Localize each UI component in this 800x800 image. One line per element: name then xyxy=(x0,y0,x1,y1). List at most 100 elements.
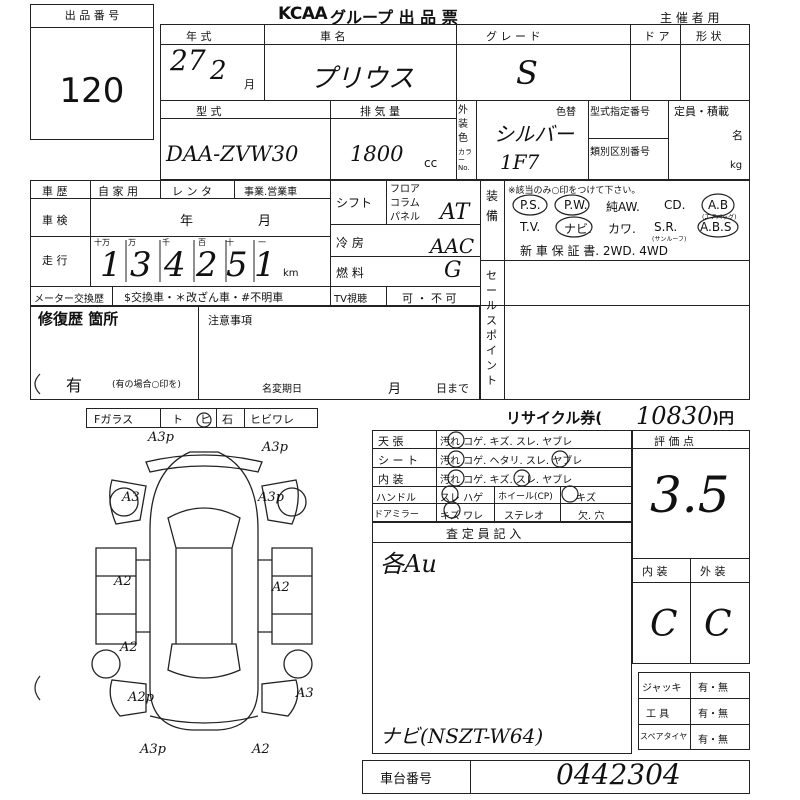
inspection-label: 車 検 xyxy=(42,214,68,227)
exterior-label: 外 装 xyxy=(700,565,726,578)
cond-wheel-opts: キズ xyxy=(576,493,596,504)
inspector-comment-2: ナビ(NSZT-W64) xyxy=(380,724,544,748)
digit-header: 千 xyxy=(162,238,170,247)
equipment-label: 装備 xyxy=(486,189,499,223)
evaluation-box xyxy=(632,430,750,664)
cond-mirror-label: ドアミラー xyxy=(374,510,419,520)
model-label: 型 式 xyxy=(196,105,222,118)
color-code-label: カラーNo. xyxy=(458,148,472,172)
jack-label: ジャッキ xyxy=(642,683,682,694)
mileage-grid: 十万 万 千 百 十 一 1 3 4 2 5 1 xyxy=(92,237,278,286)
lot-number: 120 xyxy=(59,71,125,111)
mileage-label: 走 行 xyxy=(42,254,68,267)
front-left-fender xyxy=(109,479,147,525)
damage-mark: A3p xyxy=(140,742,166,757)
rear-right-fender xyxy=(261,679,299,717)
inspection-year: 年 xyxy=(180,214,194,229)
fuel-label: 燃 料 xyxy=(336,266,364,280)
color-code-value: 1F7 xyxy=(500,150,540,174)
rear-bumper xyxy=(149,715,259,724)
cond-interior-label: 内 装 xyxy=(378,473,404,486)
damage-mark: A2 xyxy=(114,574,132,589)
shift-label: シフト xyxy=(336,196,373,210)
organizer-label: 主 催 者 用 xyxy=(660,11,720,25)
equip-ab: A.B xyxy=(708,198,729,212)
cond-wheel-label: ホイール(CP) xyxy=(498,492,553,502)
inspector-label: 査 定 員 記 入 xyxy=(446,527,522,541)
digit-header: 万 xyxy=(128,238,136,247)
interior-label: 内 装 xyxy=(642,565,668,578)
equipment-note: ※該当のみ○印をつけて下さい。 xyxy=(508,186,641,196)
evaluation-label: 評 価 点 xyxy=(654,435,694,448)
equip-pw: P.W. xyxy=(564,198,588,212)
year-label: 年 式 xyxy=(186,30,212,43)
roof-line xyxy=(175,548,233,644)
color-change-label: 色替 xyxy=(556,107,576,118)
repair-label: 修復歴 箇所 xyxy=(38,310,119,328)
glass-stone: 石 xyxy=(222,413,233,426)
mileage-digit: 2 xyxy=(196,245,218,285)
chassis-box xyxy=(362,760,750,794)
rear-window xyxy=(167,643,241,679)
damage-mark: A3p xyxy=(148,430,174,445)
tools-box xyxy=(638,672,750,750)
vehicle-table xyxy=(160,24,750,180)
glass-label: Fガラス xyxy=(94,413,134,426)
equip-sr: S.R. xyxy=(654,220,678,234)
equip-tv: T.V. xyxy=(520,220,541,234)
history-table xyxy=(30,180,750,306)
history-rental: レ ン タ xyxy=(172,185,212,198)
year-value: 27 xyxy=(170,44,206,77)
mileage-digit: 3 xyxy=(130,245,152,285)
damage-mark: A3 xyxy=(296,686,314,701)
inspector-box xyxy=(372,522,632,754)
recycle-value: 10830 xyxy=(636,402,713,430)
sheet-title: グループ 出 品 票 xyxy=(330,8,458,27)
model-value: DAA-ZVW30 xyxy=(166,142,299,166)
digit-header: 一 xyxy=(258,238,266,247)
meter-options: $交換車・＊改ざん車・#不明車 xyxy=(124,291,284,304)
cond-stereo-opts: 欠. 穴 xyxy=(578,511,605,522)
damage-mark: A2p xyxy=(128,690,154,705)
cond-seat-label: シ ー ト xyxy=(378,454,418,467)
repair-table xyxy=(30,306,480,400)
cond-interior-opts: 汚れ コゲ. キズ. スレ. ヤブレ xyxy=(440,475,573,486)
wheel-rear-right xyxy=(283,649,313,679)
name-label: 車 名 xyxy=(320,30,346,43)
shape-label: 形 状 xyxy=(696,30,722,43)
damage-mark: A3p xyxy=(258,490,284,505)
glass-t: ト xyxy=(172,413,183,426)
equip-cd: CD. xyxy=(664,198,686,212)
spare-label: スペアタイヤ xyxy=(640,732,688,741)
jack-opt: 有・無 xyxy=(698,683,728,694)
damage-mark: A2 xyxy=(272,580,290,595)
digit-header: 百 xyxy=(198,238,206,247)
tv-label: TV視聴 xyxy=(334,294,367,305)
history-private: 自 家 用 xyxy=(98,185,138,198)
side-connectors xyxy=(136,559,272,633)
recycle-label: リサイクル券( xyxy=(506,409,603,427)
equip-sr-note: (サンルーフ) xyxy=(652,236,687,243)
equip-abs: A.B.S xyxy=(700,220,732,234)
wheel-rear-left xyxy=(91,649,121,679)
cond-handle-label: ハンドル xyxy=(376,493,416,504)
name-change-label: 名変期日 xyxy=(262,384,302,395)
shift-floor: フロア xyxy=(390,184,420,195)
mileage-digit: 5 xyxy=(226,245,248,285)
mileage-digit: 1 xyxy=(254,245,276,285)
equip-ps: P.S. xyxy=(520,198,541,212)
shift-column: コラム xyxy=(390,198,420,209)
car-body-outline xyxy=(149,451,259,731)
glass-box xyxy=(86,408,318,428)
name-change-day: 日まで xyxy=(436,382,469,395)
equip-row3: 新 車 保 証 書. 2WD. 4WD xyxy=(520,244,668,258)
meter-label: メーター交換歴 xyxy=(34,294,104,305)
ac-value: AAC xyxy=(430,234,475,258)
damage-mark: A3p xyxy=(262,440,288,455)
brand-logo: KCAA xyxy=(278,4,328,24)
equip-navi: ナビ. xyxy=(564,222,592,236)
exterior-grade: C xyxy=(704,604,732,645)
color-value: シルバー xyxy=(494,122,574,146)
digit-header: 十万 xyxy=(94,238,110,247)
